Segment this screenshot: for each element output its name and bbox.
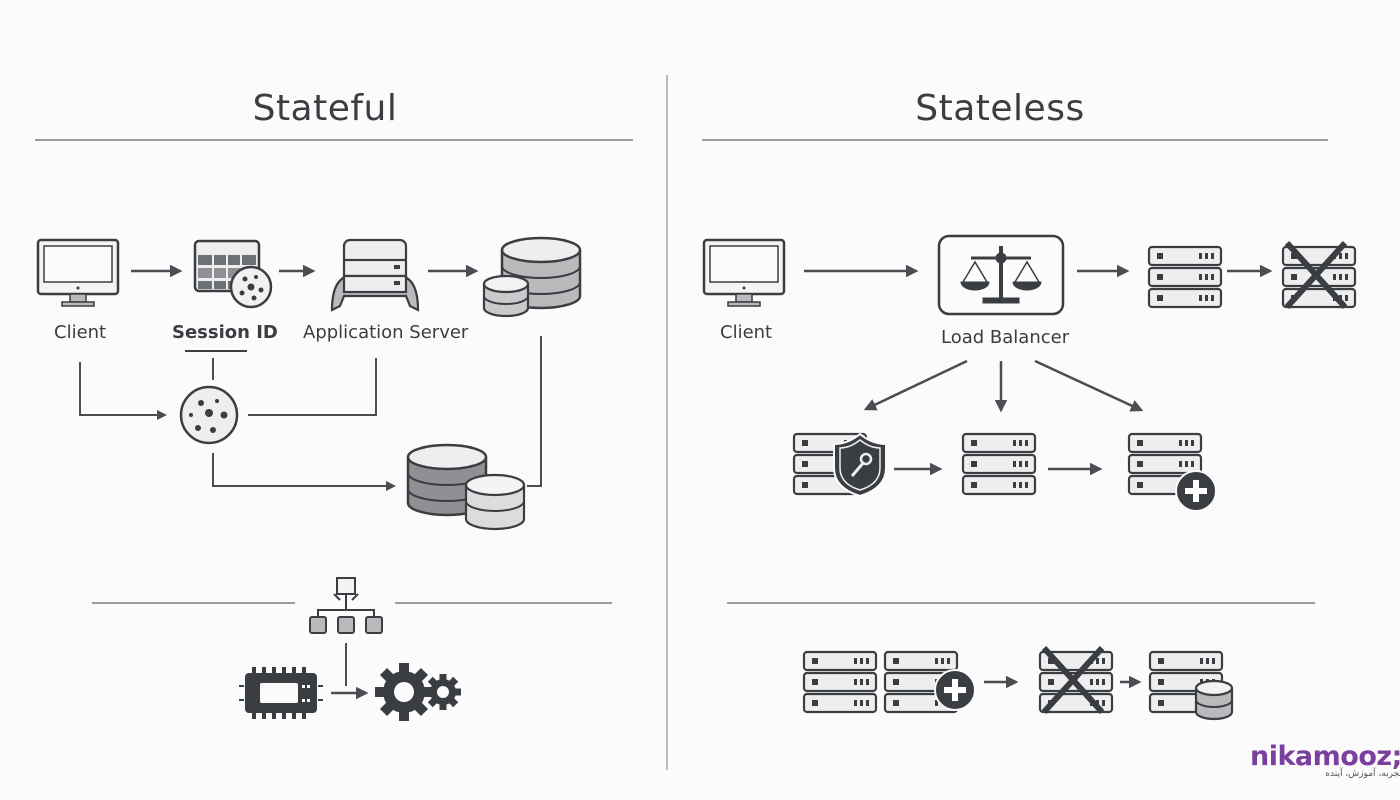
logo-text: nikamooz;: [1250, 741, 1400, 772]
connector-client-to-cookie: [79, 362, 167, 420]
stateful-title-underline: [35, 139, 633, 141]
server-rack-failed-icon: [1283, 243, 1355, 307]
arrow-lb-to-add-server: [1034, 359, 1144, 412]
server-rack-icon: [1149, 247, 1221, 307]
footer-server-rack-icon: [804, 652, 876, 712]
nikamooz-logo: nikamooz; تجربه، آموزش، آینده: [1250, 741, 1400, 780]
footer-server-rack-failed-icon: [1040, 648, 1112, 712]
logo-tagline: تجربه، آموزش، آینده: [1325, 769, 1400, 779]
connector-database-top-to-database-bottom: [527, 336, 542, 487]
stateless-title: Stateless: [915, 88, 1085, 129]
connector-cookie-to-database: [212, 453, 396, 491]
app-server-icon: [330, 238, 420, 312]
load-balancer-icon: [937, 234, 1065, 316]
footer-server-rack-database-icon: [1150, 652, 1234, 721]
stateful-client-label: Client: [54, 322, 107, 343]
database-bottom-icon: [406, 443, 526, 531]
server-rack-shield-icon: [794, 432, 887, 498]
session-id-label: Session ID: [172, 322, 278, 343]
stateless-title-underline: [702, 139, 1328, 141]
server-rack-add-icon: [1129, 434, 1217, 512]
footer-server-rack-add-icon: [885, 652, 976, 712]
stateful-client-icon: [36, 238, 120, 308]
center-divider: [666, 75, 668, 770]
stateless-client-label: Client: [720, 322, 773, 343]
arrow-lb-to-secure-server: [863, 359, 968, 411]
session-table-cookie-icon: [193, 239, 273, 309]
cookie-icon: [179, 385, 239, 445]
stateful-title: Stateful: [252, 88, 398, 129]
hierarchy-icon: [309, 577, 383, 634]
load-balancer-label: Load Balancer: [941, 327, 1070, 348]
connector-app-server-to-cookie: [248, 358, 377, 416]
chip-icon: [239, 667, 323, 719]
server-rack-middle-icon: [963, 434, 1035, 494]
gears-icon: [375, 663, 461, 721]
stateless-client-icon: [702, 238, 786, 308]
app-server-label: Application Server: [303, 322, 469, 343]
session-id-underline: [185, 350, 247, 352]
database-top-icon: [482, 236, 582, 318]
